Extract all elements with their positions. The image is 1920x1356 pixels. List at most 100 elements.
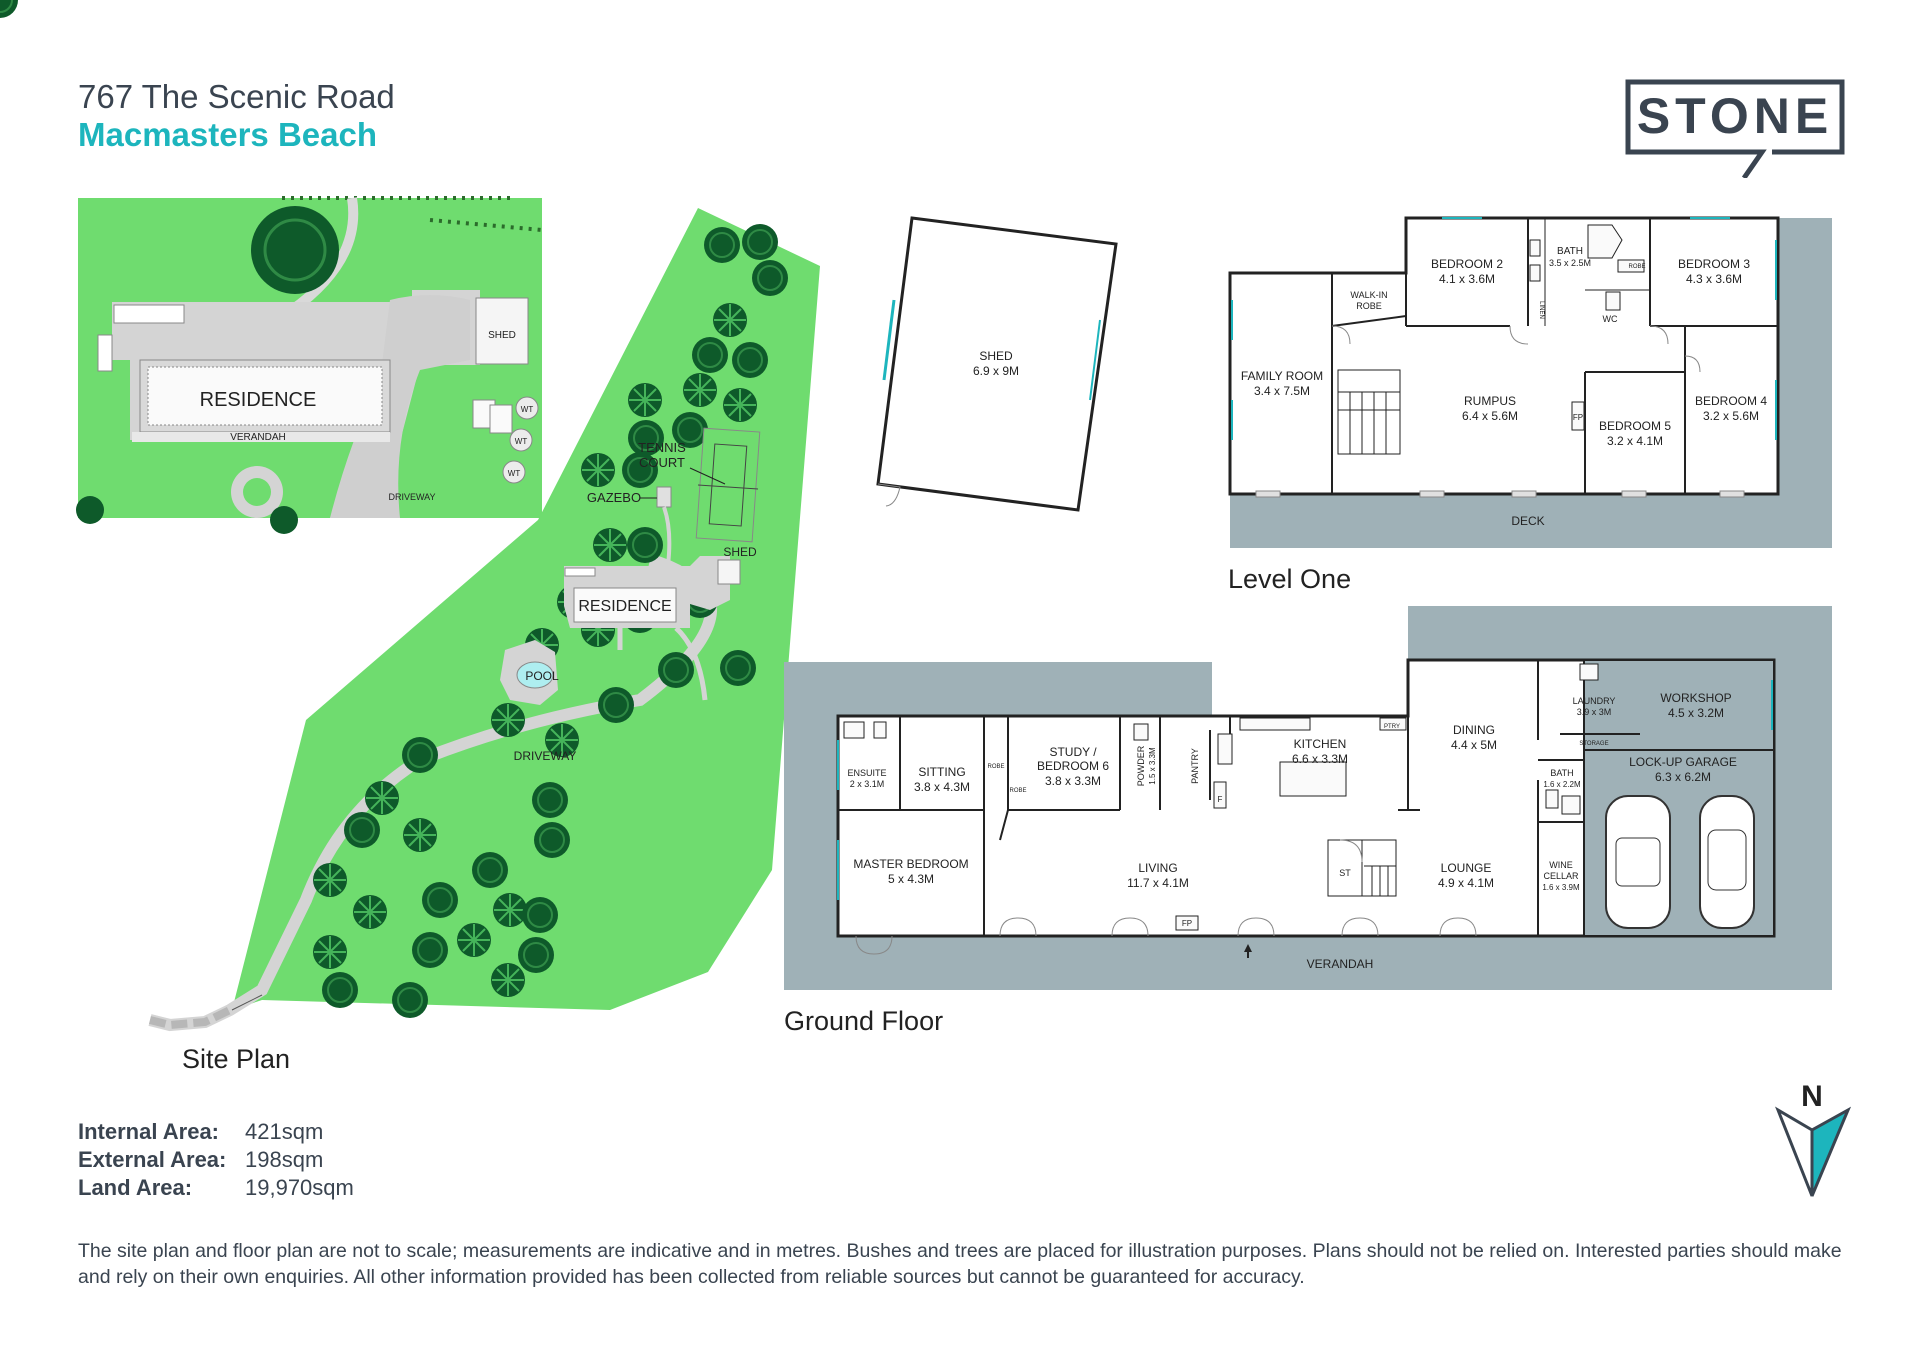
walk-in-robe-label-2: ROBE <box>1356 301 1382 311</box>
area-value: 421sqm <box>245 1119 324 1144</box>
level-one-fp-label: FP <box>1573 413 1583 422</box>
bedroom5-size: 3.2 x 4.1M <box>1607 434 1663 448</box>
inset-residence-label: RESIDENCE <box>200 389 317 411</box>
bedroom4-name: BEDROOM 4 <box>1695 394 1767 408</box>
study-name-2: BEDROOM 6 <box>1037 759 1109 773</box>
disclaimer-text: The site plan and floor plan are not to … <box>78 1240 1842 1288</box>
dining-name: DINING <box>1453 723 1495 737</box>
bedroom2-size: 4.1 x 3.6M <box>1439 272 1495 286</box>
car-icon <box>1699 795 1755 929</box>
walk-in-robe-label-1: WALK-IN <box>1350 290 1387 300</box>
ensuite-name: ENSUITE <box>847 768 886 778</box>
area-value: 19,970sqm <box>245 1175 354 1200</box>
area-summary: Internal Area: 421sqm External Area: 198… <box>78 1118 354 1202</box>
compass-north-letter: N <box>1801 1080 1823 1113</box>
master-bedroom-name: MASTER BEDROOM <box>853 857 968 871</box>
car-icon <box>1605 795 1671 929</box>
level-one-bath-name: BATH <box>1557 246 1583 257</box>
bedroom2-name: BEDROOM 2 <box>1431 257 1503 271</box>
laundry-size: 3.9 x 3M <box>1577 707 1612 717</box>
area-label: Land Area: <box>78 1175 193 1200</box>
shed-plan: SHED 6.9 x 9M <box>876 216 1118 512</box>
garage-name: LOCK-UP GARAGE <box>1629 755 1737 769</box>
family-room-size: 3.4 x 7.5M <box>1254 384 1310 398</box>
site-plan-main: TENNIS COURT GAZEBO RESIDENCE SHED POOL … <box>148 208 820 1032</box>
robe-label: ROBE <box>1628 264 1645 270</box>
shed-size: 6.9 x 9M <box>973 364 1019 378</box>
site-plan-label: Site Plan <box>182 1044 290 1074</box>
wine-cellar-name-2: CELLAR <box>1543 871 1579 881</box>
inset-verandah-label: VERANDAH <box>230 432 286 443</box>
stone-logo: STONE <box>1624 78 1846 178</box>
linen-label: LINEN <box>1538 301 1544 319</box>
tennis-court-label-1: TENNIS <box>638 440 686 455</box>
storage-label: STORAGE <box>1579 741 1608 747</box>
area-label: External Area: <box>78 1147 227 1172</box>
level-one-plan: DECK <box>1228 216 1832 548</box>
bedroom5-name: BEDROOM 5 <box>1599 419 1671 433</box>
level-one-bath-size: 3.5 x 2.5M <box>1549 258 1591 268</box>
ground-floor-label: Ground Floor <box>784 1006 943 1036</box>
tennis-court-label-2: COURT <box>639 455 685 470</box>
area-row: External Area: 198sqm <box>78 1146 354 1174</box>
dining-size: 4.4 x 5M <box>1451 738 1497 752</box>
rumpus-size: 6.4 x 5.6M <box>1462 409 1518 423</box>
robe-label: ROBE <box>987 764 1004 770</box>
shed-name: SHED <box>979 349 1013 363</box>
driveway-label: DRIVEWAY <box>514 749 577 763</box>
powder-name: POWDER <box>1136 745 1146 786</box>
powder-size: 1.5 x 3.3M <box>1148 747 1157 785</box>
fridge-label: F <box>1218 795 1223 804</box>
lounge-size: 4.9 x 4.1M <box>1438 876 1494 890</box>
address-line: 767 The Scenic Road <box>78 78 395 115</box>
rumpus-name: RUMPUS <box>1464 394 1516 408</box>
pantry-label: PANTRY <box>1190 748 1200 784</box>
verandah-label: VERANDAH <box>1307 957 1374 971</box>
deck-label: DECK <box>1511 514 1544 528</box>
sitting-name: SITTING <box>918 765 965 779</box>
pool-label: POOL <box>525 669 559 683</box>
ensuite-size: 2 x 3.1M <box>850 779 885 789</box>
lounge-name: LOUNGE <box>1441 861 1492 875</box>
ptry-label: PTRY <box>1384 724 1400 730</box>
ground-bath-size: 1.6 x 2.2M <box>1543 780 1581 789</box>
area-value: 198sqm <box>245 1147 324 1172</box>
inset-wt-label: WT <box>515 437 528 446</box>
suburb-title: Macmasters Beach <box>78 116 377 153</box>
residence-label: RESIDENCE <box>578 598 671 615</box>
inset-driveway-label: DRIVEWAY <box>388 492 435 502</box>
master-bedroom-size: 5 x 4.3M <box>888 872 934 886</box>
garage-size: 6.3 x 6.2M <box>1655 770 1711 784</box>
bedroom3-size: 4.3 x 3.6M <box>1686 272 1742 286</box>
inset-shed-label: SHED <box>488 330 516 341</box>
study-name: STUDY / <box>1049 745 1097 759</box>
area-label: Internal Area: <box>78 1119 220 1144</box>
laundry-name: LAUNDRY <box>1573 696 1616 706</box>
living-size: 11.7 x 4.1M <box>1127 876 1189 890</box>
workshop-size: 4.5 x 3.2M <box>1668 706 1724 720</box>
kitchen-name: KITCHEN <box>1294 737 1347 751</box>
living-name: LIVING <box>1138 861 1177 875</box>
wc-label: WC <box>1603 314 1618 324</box>
ground-fp-label: FP <box>1182 919 1192 928</box>
ground-floor-plan: VERANDAH <box>784 606 1832 990</box>
area-row: Land Area: 19,970sqm <box>78 1174 354 1202</box>
inset-wt-label: WT <box>521 405 534 414</box>
stair-label: ST <box>1339 868 1351 878</box>
gazebo-label: GAZEBO <box>587 490 641 505</box>
wine-cellar-name: WINE <box>1549 860 1573 870</box>
study-size: 3.8 x 3.3M <box>1045 774 1101 788</box>
wine-cellar-size: 1.6 x 3.9M <box>1542 883 1580 892</box>
inset-wt-label: WT <box>508 469 521 478</box>
family-room-name: FAMILY ROOM <box>1241 369 1323 383</box>
compass-icon: N <box>1775 1080 1852 1197</box>
site-shed-label: SHED <box>723 545 757 559</box>
logo-text: STONE <box>1636 88 1834 144</box>
workshop-name: WORKSHOP <box>1660 691 1731 705</box>
area-row: Internal Area: 421sqm <box>78 1118 354 1146</box>
site-plan-inset: RESIDENCE VERANDAH SHED DRIVEWAY WT WT W… <box>0 0 543 534</box>
bedroom3-name: BEDROOM 3 <box>1678 257 1750 271</box>
ground-bath-name: BATH <box>1550 768 1573 778</box>
kitchen-size: 6.6 x 3.3M <box>1292 752 1348 766</box>
